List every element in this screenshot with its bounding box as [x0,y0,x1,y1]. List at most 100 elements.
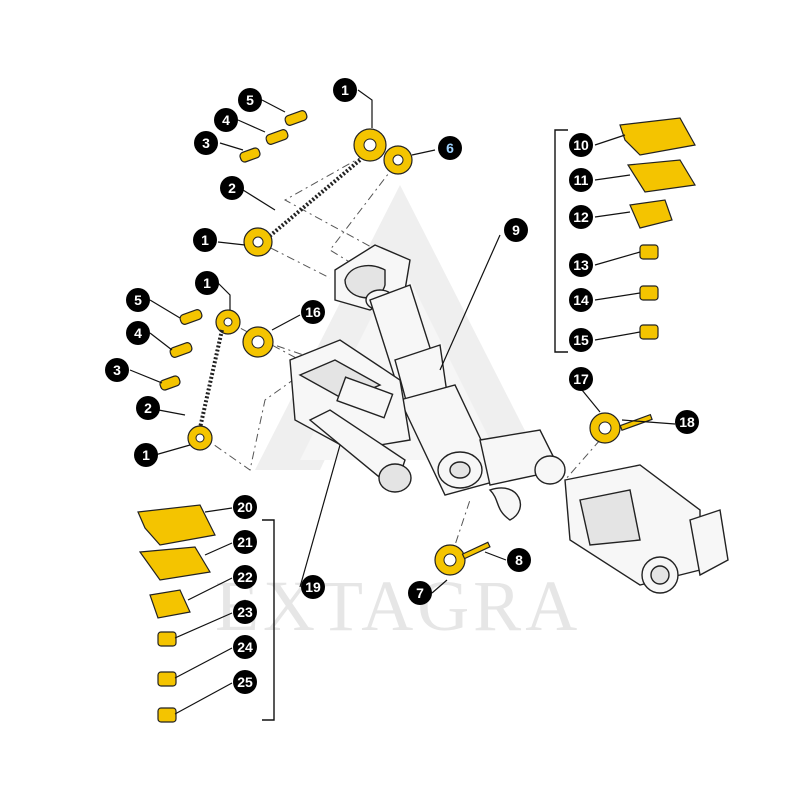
svg-text:3: 3 [202,135,210,151]
chain-upper [263,158,362,242]
link-5-upper [284,110,308,126]
svg-text:4: 4 [134,325,142,341]
callout-2-left[interactable]: 2 [136,396,160,420]
callout-10[interactable]: 10 [569,133,593,157]
callout-21[interactable]: 21 [233,530,257,554]
callout-14[interactable]: 14 [569,288,593,312]
link-3-upper [239,147,261,163]
svg-text:4: 4 [222,112,230,128]
callout-16[interactable]: 16 [301,300,325,324]
bracket-22 [149,589,191,619]
callout-1-mid-top[interactable]: 1 [193,228,217,252]
callout-15[interactable]: 15 [569,328,593,352]
sprocket-7-group [434,541,491,576]
callout-3-top[interactable]: 3 [194,131,218,155]
link-5-left [179,309,203,325]
pin-18 [619,413,653,432]
link-25 [157,707,177,723]
svg-text:13: 13 [573,257,589,273]
callout-17[interactable]: 17 [569,367,593,391]
svg-text:2: 2 [144,400,152,416]
svg-text:20: 20 [237,499,253,515]
svg-text:14: 14 [573,292,589,308]
sprocket-17-group [589,412,653,444]
bracket-12 [629,199,673,229]
svg-text:22: 22 [237,569,253,585]
link-24 [157,671,177,687]
callout-22[interactable]: 22 [233,565,257,589]
watermark-text: EXTAGRA [215,566,581,646]
svg-text:17: 17 [573,371,589,387]
svg-text:7: 7 [416,585,424,601]
svg-text:19: 19 [305,579,321,595]
lower-left-parts-group [137,504,275,723]
callout-1-top[interactable]: 1 [333,78,357,102]
callout-25[interactable]: 25 [233,670,257,694]
link-23 [157,631,177,647]
leader-lines [129,89,676,715]
callout-8[interactable]: 8 [507,548,531,572]
svg-text:1: 1 [142,447,150,463]
callout-12[interactable]: 12 [569,205,593,229]
plate-21 [138,546,211,581]
svg-text:18: 18 [679,414,695,430]
svg-text:11: 11 [574,172,589,188]
svg-text:16: 16 [305,304,321,320]
svg-text:8: 8 [515,552,523,568]
callout-4-top[interactable]: 4 [214,108,238,132]
callout-3-left[interactable]: 3 [105,358,129,382]
svg-text:6: 6 [446,140,454,156]
callout-24[interactable]: 24 [233,635,257,659]
svg-text:2: 2 [228,180,236,196]
svg-text:3: 3 [113,362,121,378]
right-parts-group [554,117,696,353]
sprocket-upper [353,128,387,162]
svg-text:5: 5 [246,92,254,108]
link-4-upper [265,129,289,145]
svg-text:25: 25 [237,674,253,690]
callout-4-left[interactable]: 4 [126,321,150,345]
svg-text:15: 15 [573,332,589,348]
link-14 [639,285,659,301]
bracket-group-9 [554,129,568,353]
sprocket-left-lower [187,425,213,451]
link-13 [639,244,659,260]
svg-text:23: 23 [237,604,253,620]
callout-5-top[interactable]: 5 [238,88,262,112]
machine-frame [289,244,729,594]
callout-18[interactable]: 18 [675,410,699,434]
link-15 [639,324,659,340]
sprocket-16 [242,326,274,358]
pin-8 [461,541,491,560]
svg-text:5: 5 [134,292,142,308]
sprocket-left-upper [215,309,241,335]
link-3-left [159,375,181,391]
plate-10 [619,117,696,156]
callout-13[interactable]: 13 [569,253,593,277]
callout-1-mid[interactable]: 1 [195,271,219,295]
plate-20 [137,504,216,546]
callout-9[interactable]: 9 [504,218,528,242]
callout-20[interactable]: 20 [233,495,257,519]
callout-5-left[interactable]: 5 [126,288,150,312]
svg-text:24: 24 [237,639,253,655]
callouts: 1 5 4 3 6 2 1 10 11 9 12 1 13 5 14 16 4 … [105,78,699,694]
upper-chain-parts [239,110,413,257]
callout-2-top[interactable]: 2 [220,176,244,200]
callout-6[interactable]: 6 [438,136,462,160]
svg-text:10: 10 [573,137,589,153]
svg-text:9: 9 [512,222,520,238]
callout-19[interactable]: 19 [301,575,325,599]
svg-text:12: 12 [573,209,589,225]
callout-7[interactable]: 7 [408,581,432,605]
svg-text:21: 21 [237,534,253,550]
callout-11[interactable]: 11 [569,168,593,192]
sprocket-6 [383,145,413,175]
callout-1-bottom[interactable]: 1 [134,443,158,467]
link-4-left [169,342,193,358]
sprocket-upper-lower [243,227,273,257]
callout-23[interactable]: 23 [233,600,257,624]
bracket-group-19 [262,519,275,721]
svg-text:1: 1 [341,82,349,98]
